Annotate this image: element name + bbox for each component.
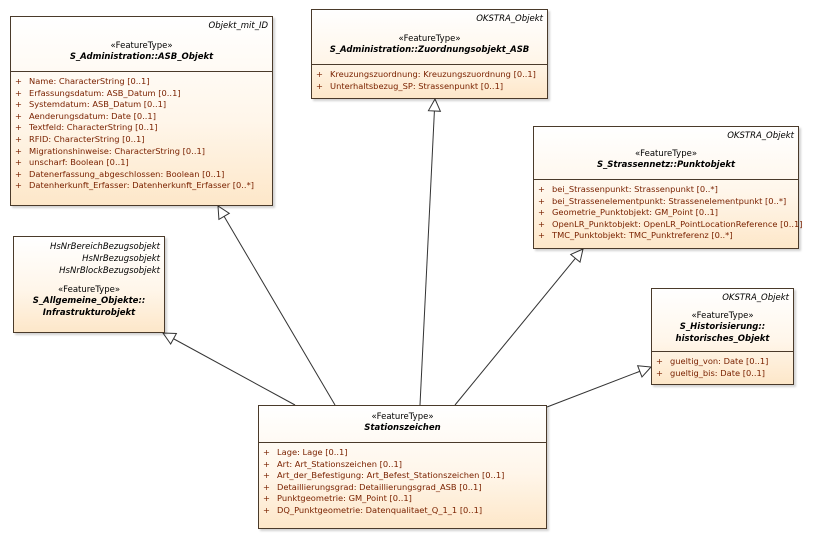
link-to-infrastrukturobjekt (163, 333, 296, 406)
class-name: S_Historisierung:: (679, 322, 766, 332)
parent-tag: HsNrBereichBezugsobjekt (49, 242, 160, 252)
class-name: S_Administration::ASB_Objekt (69, 52, 214, 62)
class-zuordnungsobjekt-asb[interactable]: OKSTRA_Objekt «FeatureType» S_Administra… (311, 9, 548, 99)
attribute: +Kreuzungszuordnung: Kreuzungszuordnung … (316, 69, 536, 79)
parent-tag: OKSTRA_Objekt (722, 293, 789, 303)
attribute: +Geometrie_Punktobjekt: GM_Point [0..1] (538, 207, 718, 218)
attribute: +bei_Strassenelementpunkt: Strasseneleme… (538, 195, 787, 206)
stereotype: «FeatureType» (371, 412, 434, 422)
attribute: +unscharf: Boolean [0..1] (15, 157, 129, 168)
attribute: +Datenerfassung_abgeschlossen: Boolean [… (15, 168, 225, 179)
stereotype: «FeatureType» (634, 149, 698, 159)
class-asb-objekt[interactable]: Objekt_mit_ID «FeatureType» S_Administra… (10, 16, 273, 206)
class-infrastrukturobjekt[interactable]: HsNrBereichBezugsobjekt HsNrBezugsobjekt… (13, 236, 165, 333)
link-to-historisches (546, 367, 651, 408)
attribute: +Art_der_Befestigung: Art_Befest_Station… (263, 470, 505, 481)
class-historisches-objekt[interactable]: OKSTRA_Objekt «FeatureType» S_Historisie… (651, 288, 794, 385)
attribute: +OpenLR_Punktobjekt: OpenLR_PointLocatio… (538, 218, 803, 229)
attribute-list: +Kreuzungszuordnung: Kreuzungszuordnung … (312, 64, 547, 92)
parent-tag: Objekt_mit_ID (208, 21, 268, 31)
attribute: +Erfassungsdatum: ASB_Datum [0..1] (15, 87, 181, 98)
attribute: +Detaillierungsgrad: Detaillierungsgrad_… (263, 481, 482, 492)
attribute: +Datenherkunft_Erfasser: Datenherkunft_E… (15, 180, 254, 191)
class-stationszeichen[interactable]: «FeatureType» Stationszeichen +Lage: Lag… (258, 405, 547, 529)
stereotype: «FeatureType» (57, 285, 121, 295)
attribute: +Aenderungsdatum: Date [0..1] (15, 110, 156, 121)
attribute: +RFID: CharacterString [0..1] (15, 133, 145, 144)
stereotype: «FeatureType» (691, 311, 754, 321)
attribute-list: +gueltig_von: Date [0..1] +gueltig_bis: … (652, 351, 793, 379)
attribute: +Systemdatum: ASB_Datum [0..1] (15, 99, 167, 110)
attribute-list: +bei_Strassenpunkt: Strassenpunkt [0..*]… (534, 179, 803, 242)
link-to-asb-objekt (218, 206, 336, 406)
parent-tag: HsNrBezugsobjekt (82, 254, 160, 264)
attribute: +gueltig_bis: Date [0..1] (656, 367, 766, 378)
link-to-punktobjekt (454, 249, 583, 406)
attribute: +DQ_Punktgeometrie: Datenqualitaet_Q_1_1… (263, 504, 483, 515)
attribute: +Textfeld: CharacterString [0..1] (15, 122, 158, 133)
attribute-list: +Lage: Lage [0..1] +Art: Art_Stationszei… (259, 442, 546, 517)
attribute: +Punktgeometrie: GM_Point [0..1] (263, 493, 412, 504)
class-name: S_Administration::Zuordnungsobjekt_ASB (329, 45, 530, 55)
class-name: S_Allgemeine_Objekte:: (32, 296, 146, 306)
attribute: +Unterhaltsbezug_SP: Strassenpunkt [0..1… (316, 80, 504, 91)
class-name: S_Strassennetz::Punktobjekt (596, 160, 736, 170)
parent-tag: OKSTRA_Objekt (727, 131, 794, 141)
link-to-zuordnungsobjekt (419, 99, 435, 406)
parent-tag: HsNrBlockBezugsobjekt (59, 266, 160, 276)
class-name-line2: historisches_Objekt (675, 334, 770, 344)
attribute: +Lage: Lage [0..1] (263, 447, 348, 457)
attribute: +TMC_Punktobjekt: TMC_Punktreferenz [0..… (538, 230, 733, 241)
attribute: +Art: Art_Stationszeichen [0..1] (263, 458, 402, 469)
class-name: Stationszeichen (364, 423, 441, 433)
attribute: +Name: CharacterString [0..1] (15, 76, 150, 86)
class-punktobjekt[interactable]: OKSTRA_Objekt «FeatureType» S_Strassenne… (533, 126, 803, 249)
class-name-line2: Infrastrukturobjekt (42, 308, 136, 318)
attribute: +Migrationshinweise: CharacterString [0.… (15, 145, 205, 156)
parent-tag: OKSTRA_Objekt (476, 14, 543, 24)
attribute: +bei_Strassenpunkt: Strassenpunkt [0..*] (538, 184, 718, 194)
attribute-list: +Name: CharacterString [0..1] +Erfassung… (11, 71, 272, 192)
stereotype: «FeatureType» (110, 41, 173, 51)
stereotype: «FeatureType» (398, 34, 461, 44)
attribute: +gueltig_von: Date [0..1] (656, 356, 769, 366)
